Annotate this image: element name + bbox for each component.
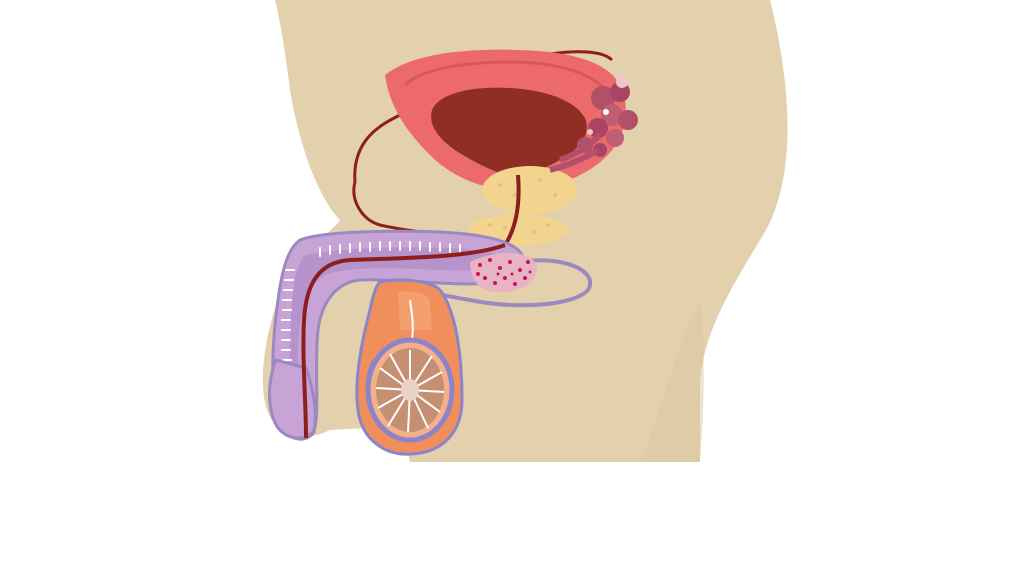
body-shading — [640, 300, 704, 462]
bulb-dots — [476, 258, 532, 286]
prostatic-urethra — [503, 174, 521, 247]
vas-deferens-ducts — [549, 132, 603, 173]
bladder-rim — [403, 60, 610, 96]
mediastinum-arc — [365, 359, 393, 438]
epididymis — [409, 299, 414, 341]
testis-lobules — [375, 350, 445, 433]
testis-core — [401, 379, 419, 401]
spermatic-cord — [398, 291, 432, 330]
bladder-inner — [431, 87, 587, 190]
prostate-texture — [488, 178, 557, 234]
glans — [268, 358, 317, 440]
penile-urethra — [301, 243, 506, 439]
prostate-upper — [482, 166, 578, 214]
bulb-of-penis — [470, 253, 537, 293]
